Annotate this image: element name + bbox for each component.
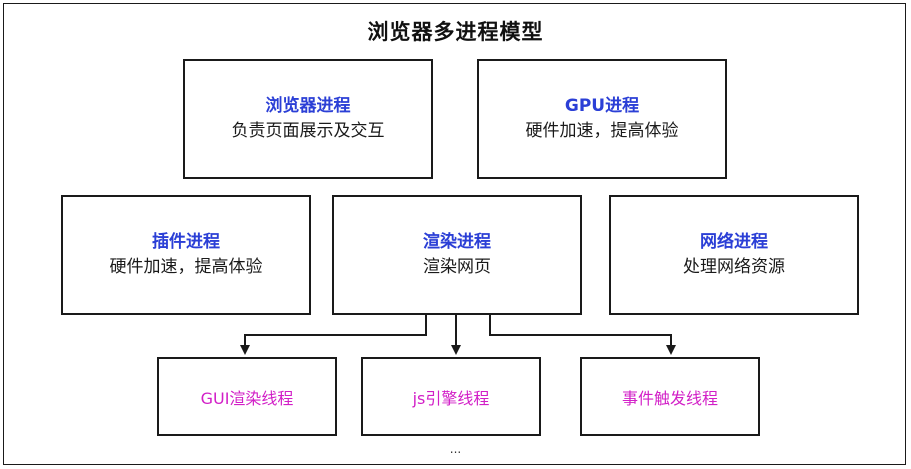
gpu-process-desc: 硬件加速，提高体验 bbox=[525, 121, 679, 141]
js-thread-label: js引擎线程 bbox=[412, 388, 490, 408]
more-ellipsis: ... bbox=[449, 442, 462, 456]
event-thread-label: 事件触发线程 bbox=[621, 388, 718, 408]
render-process-box: 渲染进程 渲染网页 bbox=[332, 195, 582, 315]
plugin-process-name: 插件进程 bbox=[152, 232, 220, 252]
render-process-desc: 渲染网页 bbox=[423, 257, 491, 277]
gpu-process-box: GPU进程 硬件加速，提高体验 bbox=[477, 59, 727, 179]
browser-process-box: 浏览器进程 负责页面展示及交互 bbox=[183, 59, 433, 179]
network-process-name: 网络进程 bbox=[700, 232, 768, 252]
gpu-process-name: GPU进程 bbox=[564, 96, 640, 116]
plugin-process-box: 插件进程 硬件加速，提高体验 bbox=[61, 195, 311, 315]
diagram-title: 浏览器多进程模型 bbox=[367, 20, 544, 44]
browser-process-desc: 负责页面展示及交互 bbox=[231, 121, 385, 141]
network-process-box: 网络进程 处理网络资源 bbox=[609, 195, 859, 315]
gui-thread-box: GUI渲染线程 bbox=[157, 357, 337, 436]
browser-process-name: 浏览器进程 bbox=[265, 96, 351, 116]
render-process-name: 渲染进程 bbox=[423, 232, 491, 252]
network-process-desc: 处理网络资源 bbox=[683, 257, 785, 277]
js-thread-box: js引擎线程 bbox=[361, 357, 541, 436]
event-thread-box: 事件触发线程 bbox=[580, 357, 760, 436]
gui-thread-label: GUI渲染线程 bbox=[200, 388, 294, 408]
plugin-process-desc: 硬件加速，提高体验 bbox=[109, 257, 263, 277]
